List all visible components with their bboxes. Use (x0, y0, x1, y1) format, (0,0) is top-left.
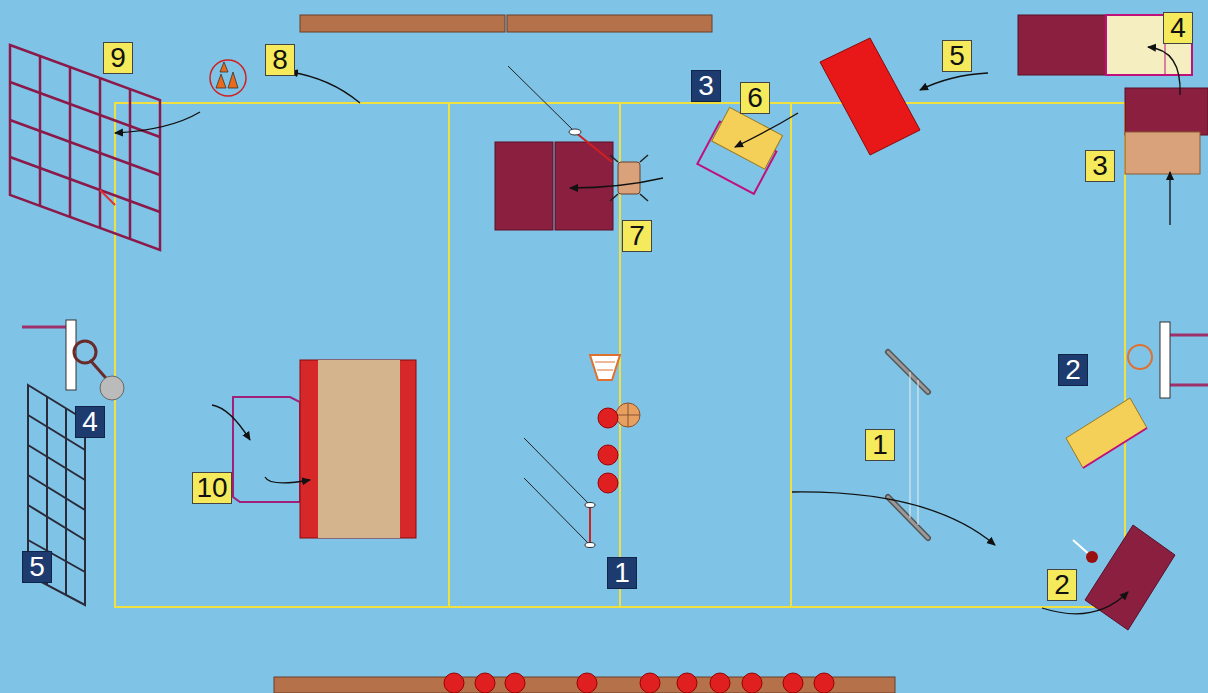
callout-number: 8 (265, 44, 295, 76)
callout-number: 5 (22, 551, 52, 583)
callout-number: 3 (1085, 150, 1115, 182)
callout-number: 7 (622, 220, 652, 252)
callout-number: 1 (607, 557, 637, 589)
callout-number: 3 (691, 70, 721, 102)
callout-number: 5 (942, 40, 972, 72)
callout-number: 9 (103, 42, 133, 74)
callout-number: 4 (1163, 12, 1193, 44)
callout-number: 2 (1047, 569, 1077, 601)
callout-number: 2 (1058, 354, 1088, 386)
callout-number: 4 (75, 406, 105, 438)
callout-number: 10 (192, 472, 232, 504)
callout-number: 6 (740, 82, 770, 114)
callout-number: 1 (865, 429, 895, 461)
